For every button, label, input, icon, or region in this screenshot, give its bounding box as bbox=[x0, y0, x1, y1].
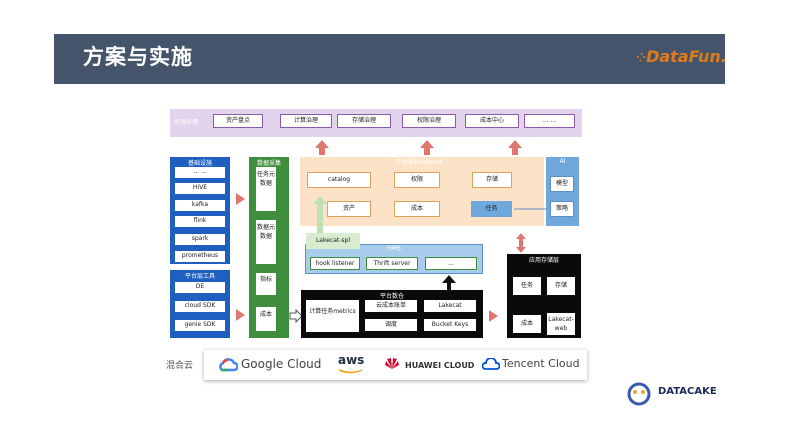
arrow-up-icon bbox=[442, 275, 456, 283]
arrow-right-icon bbox=[489, 310, 498, 322]
lakecat-spl-box: Lakecat-spl bbox=[306, 233, 360, 249]
google-cloud-label: Google Cloud bbox=[241, 357, 322, 371]
arrow-stem bbox=[319, 148, 325, 155]
app-storage-item: 任务 bbox=[513, 277, 541, 295]
platform-data-item: 调度 bbox=[365, 319, 417, 331]
tools-title: 平台层工具 bbox=[184, 273, 215, 280]
platform-data-item: Lakecat bbox=[424, 300, 476, 312]
service-item: 权限 bbox=[394, 172, 440, 188]
datacake-logo-text: DATACAKE bbox=[658, 386, 717, 397]
infra-item: HIVE bbox=[175, 183, 225, 194]
service-item: 任务 bbox=[471, 201, 512, 217]
infra-item: spark bbox=[175, 234, 225, 245]
collect-title: 数据采集 bbox=[256, 160, 281, 167]
infra-item: flink bbox=[175, 216, 225, 227]
tools-item: DE bbox=[175, 282, 225, 293]
arrow-up-down-icon bbox=[516, 233, 526, 253]
collect-item: 指标 bbox=[256, 273, 276, 295]
arrow-right-icon bbox=[236, 309, 245, 321]
hms-item: Thrift server bbox=[366, 257, 418, 270]
ai-item: 模型 bbox=[550, 176, 574, 192]
google-cloud-icon bbox=[219, 358, 238, 372]
arrow-up-icon bbox=[508, 140, 522, 148]
datacake-logo-icon bbox=[627, 382, 651, 406]
platform-item: 存储治理 bbox=[337, 114, 391, 128]
app-storage-item: 成本 bbox=[513, 315, 541, 333]
huawei-cloud-label: HUAWEI CLOUD bbox=[405, 361, 475, 370]
page-title: 方案与实施 bbox=[83, 45, 193, 69]
arrow-left-right-icon bbox=[514, 208, 548, 210]
tools-item: genie SDK bbox=[175, 320, 225, 331]
metrics-box: 计算任务metrics bbox=[306, 300, 359, 332]
tencent-cloud-icon bbox=[482, 358, 500, 370]
service-item: 资产 bbox=[327, 201, 371, 217]
app-storage-title: 应用存储层 bbox=[528, 257, 559, 264]
tencent-cloud-label: Tencent Cloud bbox=[502, 357, 580, 370]
arrow-stem bbox=[317, 204, 323, 233]
platform-app-label: 平台应用 bbox=[174, 119, 199, 126]
tools-item: cloud SDK bbox=[175, 301, 225, 312]
ai-item: 策略 bbox=[550, 201, 574, 217]
app-storage-item: Lakecat-web bbox=[547, 313, 575, 335]
header-bar bbox=[54, 34, 725, 84]
arrow-stem bbox=[424, 148, 430, 155]
aws-smile-icon bbox=[338, 369, 363, 374]
platform-data-item: Bucket Keys bbox=[424, 319, 476, 331]
collect-item: 数据元数据 bbox=[256, 220, 276, 264]
hms-title: HMS bbox=[387, 245, 401, 252]
hms-item: hook listener bbox=[310, 257, 360, 270]
arrow-up-icon bbox=[315, 140, 329, 148]
platform-item: 资产盘点 bbox=[213, 114, 263, 128]
arrow-right-icon bbox=[236, 193, 245, 205]
aws-label: aws bbox=[338, 353, 365, 367]
service-item: 存储 bbox=[472, 172, 512, 188]
infra-title: 基础设施 bbox=[187, 160, 212, 167]
huawei-logo-icon bbox=[385, 358, 399, 369]
datafun-logo-text: DataFun. bbox=[646, 47, 727, 66]
datafun-logo: ⁘DataFun. bbox=[636, 47, 727, 66]
hybrid-cloud-label: 混合云 bbox=[166, 361, 194, 371]
platform-item: 计算治理 bbox=[280, 114, 332, 128]
arrow-up-icon bbox=[313, 196, 327, 204]
infra-item: prometheus bbox=[175, 251, 225, 262]
collect-item: 任务元数据 bbox=[256, 167, 276, 211]
arrow-stem bbox=[512, 148, 518, 155]
infra-item: kafka bbox=[175, 200, 225, 211]
hollow-arrow-icon bbox=[289, 309, 303, 323]
arrow-stem bbox=[447, 283, 451, 290]
service-item: catalog bbox=[307, 172, 371, 188]
service-item: 成本 bbox=[394, 201, 440, 217]
hms-item: ... bbox=[425, 257, 477, 270]
platform-item: 成本中心 bbox=[465, 114, 519, 128]
app-storage-item: 存储 bbox=[547, 277, 575, 295]
platform-data-title: 平台数仓 bbox=[379, 293, 404, 300]
platform-item: 权限治理 bbox=[402, 114, 456, 128]
ai-title: AI bbox=[559, 158, 566, 165]
logo-dots-icon: ⁘ bbox=[636, 51, 647, 65]
collect-item: 成本 bbox=[256, 307, 276, 331]
infra-item: ... ... bbox=[175, 167, 225, 178]
service-label: 平台服务Lakecat bbox=[395, 159, 443, 166]
platform-item: ... ... bbox=[524, 114, 575, 128]
platform-data-item: 云成本账单 bbox=[365, 300, 417, 312]
arrow-up-icon bbox=[420, 140, 434, 148]
